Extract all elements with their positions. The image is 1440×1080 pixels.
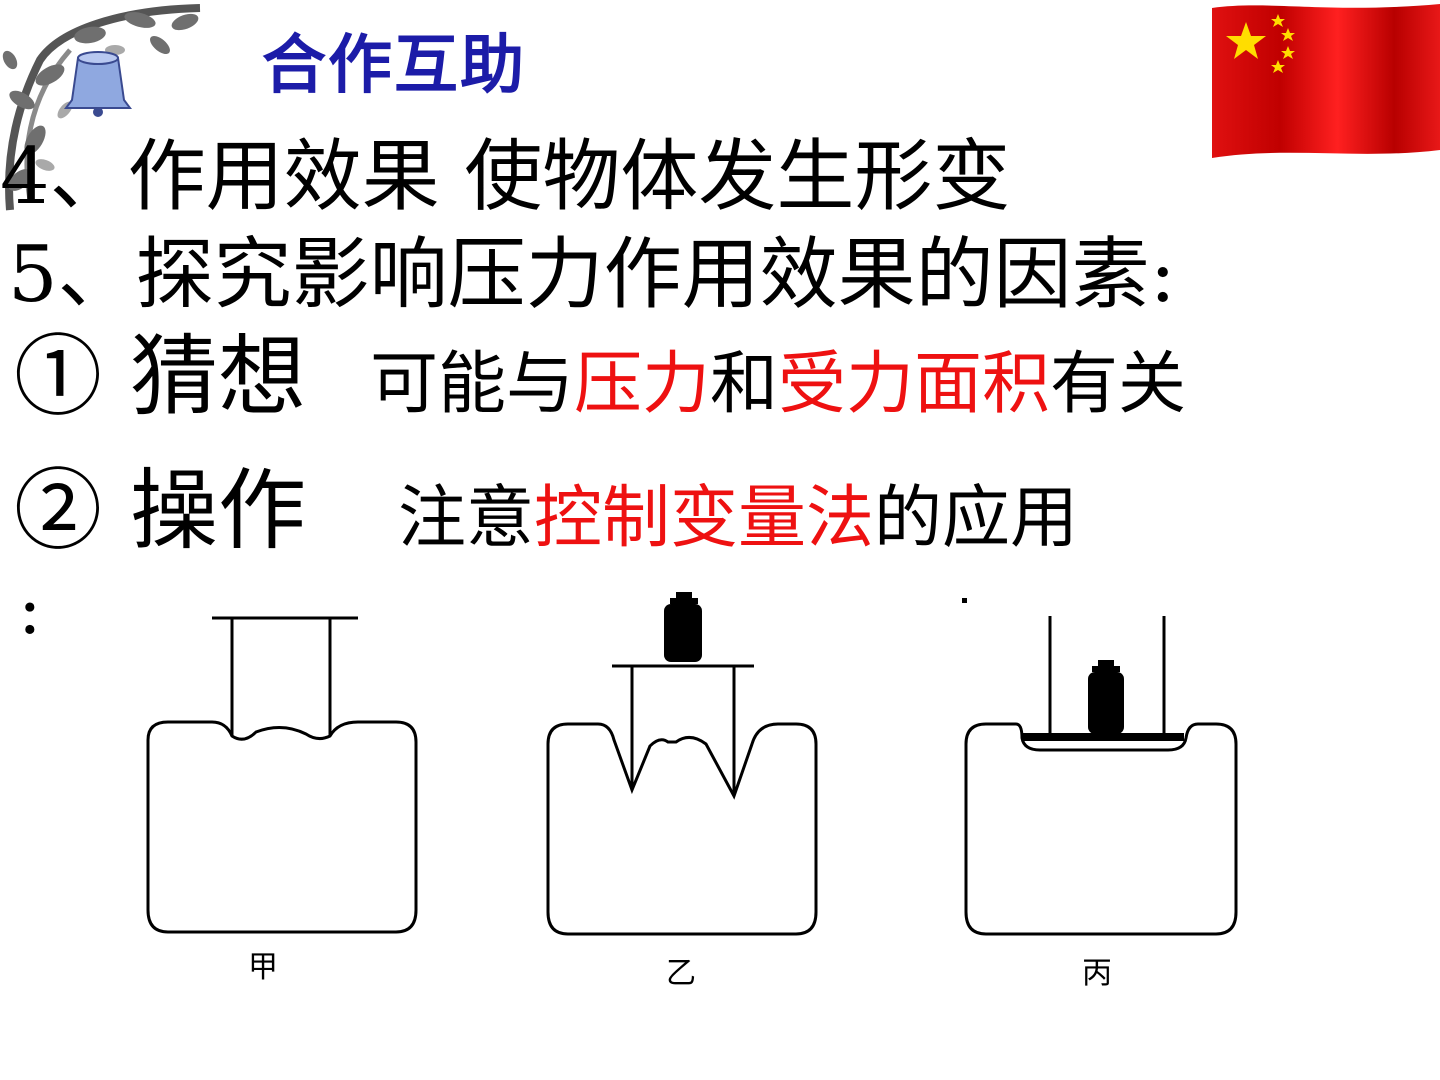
caption-bing: 丙 [1082,956,1112,991]
line-effect-text: 、作用效果 使物体发生形变 [49,132,1011,222]
operation-prefix: 注意 [397,479,534,558]
line-effect-number: 4 [0,132,50,222]
operation-line: ② 操作 注意控制变量法的应用 [14,440,1078,567]
plate-bing [1022,733,1184,741]
operation-suffix: 的应用 [874,479,1079,558]
line-explore-text: 、探究影响压力作用效果的因素: [57,230,1176,320]
line-effect: 4、作用效果 使物体发生形变 [0,114,1010,226]
guess-line: ① 猜想 可能与压力和受力面积有关 [14,306,1186,433]
stray-dot [962,598,967,603]
guess-factor-pressure: 压力 [573,345,710,424]
operation-method: 控制变量法 [533,479,874,558]
page-title: 合作互助 [262,29,526,103]
operation-label: ② 操作 [14,459,306,562]
guess-prefix: 可能与 [369,345,574,424]
weight-icon [664,592,702,662]
weight-icon-bing [1088,660,1124,734]
figure-yi [546,664,818,936]
figure-bing [964,616,1238,936]
line-explore-number: 5 [8,230,58,320]
guess-suffix: 有关 [1050,345,1187,424]
guess-mid: 和 [710,345,779,424]
guess-label: ① 猜想 [14,325,306,428]
bell-vine-icon [2,4,201,211]
guess-factor-area: 受力面积 [778,345,1051,424]
china-flag-icon [1212,4,1440,158]
operation-colon: : [18,568,42,650]
line-explore: 5、探究影响压力作用效果的因素: [8,212,1176,324]
caption-jia: 甲 [248,950,278,985]
caption-yi: 乙 [666,956,696,991]
figure-jia [146,616,418,934]
